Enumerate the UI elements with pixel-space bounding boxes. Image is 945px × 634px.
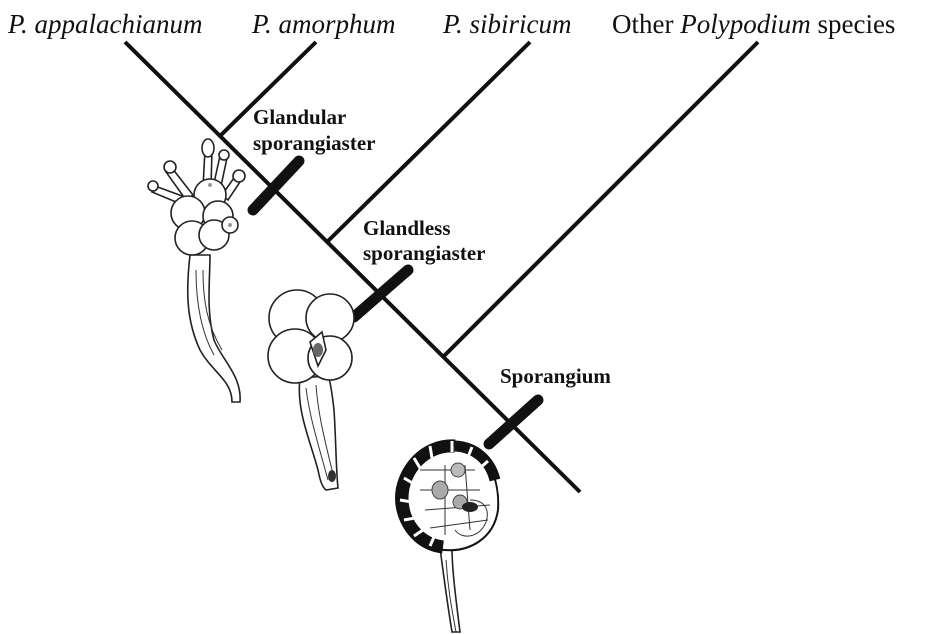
glandular-sporangiaster-tick <box>253 161 299 210</box>
branch-other-species <box>443 42 758 357</box>
taxon-label-other-polypodium: Other Polypodium species <box>612 9 895 39</box>
taxon-label-sibiricum: P. sibiricum <box>442 9 572 39</box>
glandless-sporangiaster-label: Glandless sporangiaster <box>363 216 486 265</box>
cladogram <box>125 42 758 492</box>
glandular-sporangiaster-label: Glandular sporangiaster <box>253 105 376 155</box>
sporangium-label: Sporangium <box>500 364 611 388</box>
glandless-sporangiaster-drawing <box>268 290 354 490</box>
glandular-sporangiaster-drawing <box>148 139 245 402</box>
taxon-label-amorphum: P. amorphum <box>251 9 396 39</box>
taxon-label-appalachianum: P. appalachianum <box>7 9 203 39</box>
sporangium-drawing <box>396 441 498 632</box>
